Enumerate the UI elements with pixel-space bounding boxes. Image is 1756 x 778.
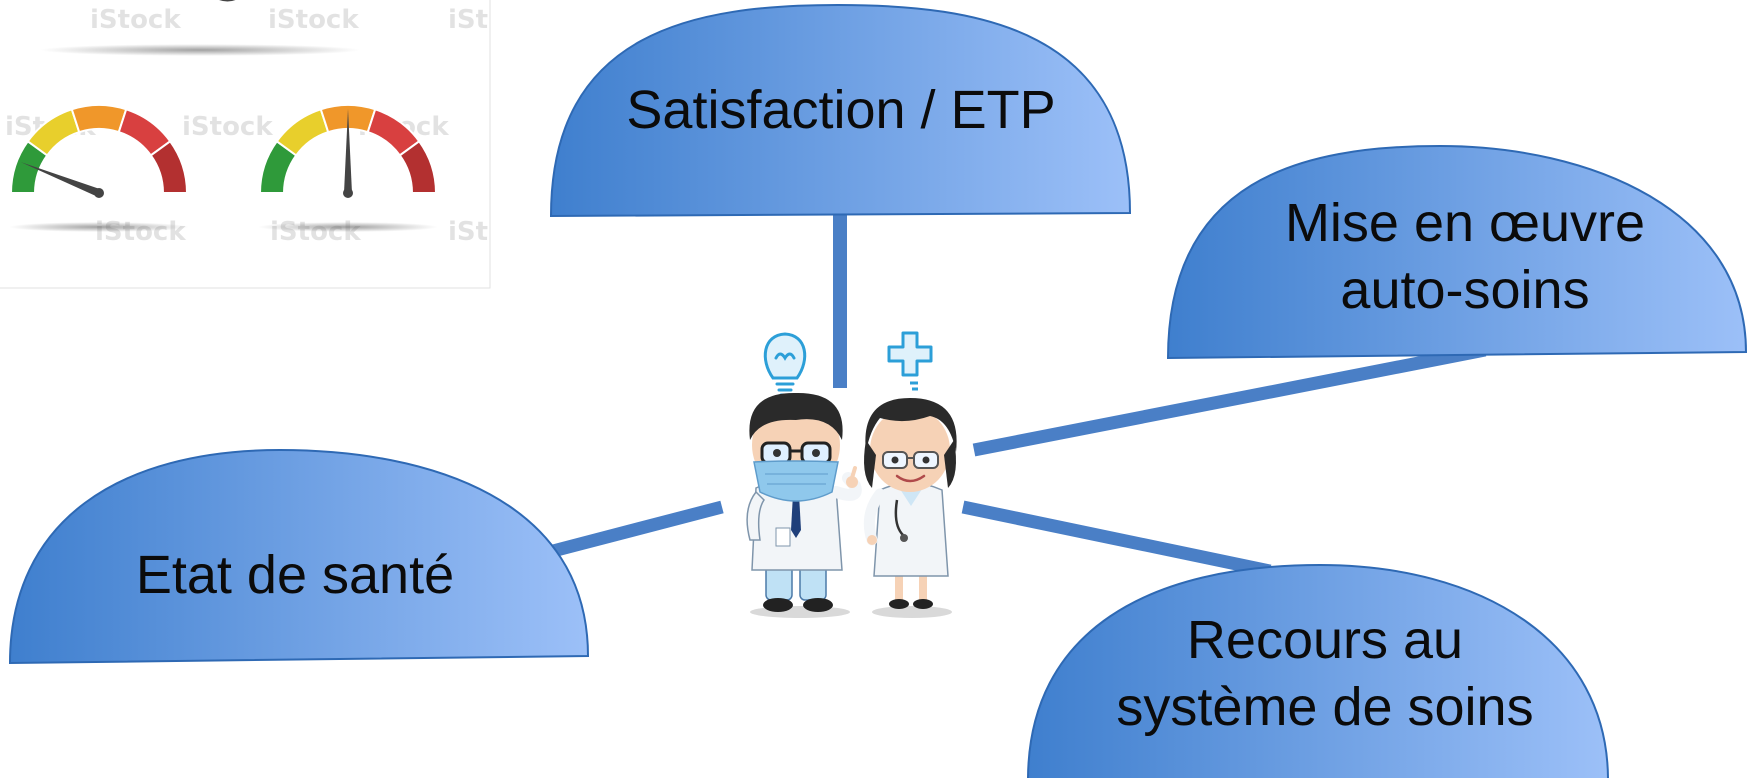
label-care-use-line-2: système de soins	[1116, 676, 1534, 737]
connectors	[551, 212, 1487, 578]
gauge-band	[70, 104, 128, 134]
center-figure	[746, 331, 957, 618]
svg-text:iSt: iSt	[448, 5, 488, 35]
label-self-care: Mise en œuvre auto-soins	[1200, 190, 1730, 324]
lightbulb-icon	[763, 332, 807, 397]
dome-care-use	[1027, 563, 1609, 778]
label-self-care-line-2: auto-soins	[1340, 259, 1590, 320]
gauge-shadow	[9, 222, 189, 232]
gauge-panel: iStock iStock iSt iStock iStock iStock i…	[0, 0, 491, 289]
gauge	[9, 104, 189, 232]
gauge-needle	[344, 109, 352, 193]
connector-right	[972, 343, 1487, 457]
svg-text:iStock: iStock	[268, 5, 359, 35]
label-care-use: Recours au système de soins	[1040, 607, 1610, 741]
label-self-care-line-1: Mise en œuvre	[1284, 193, 1646, 253]
svg-text:iStock: iStock	[182, 112, 273, 142]
gauge-band	[398, 139, 438, 194]
dome-health-state	[8, 448, 590, 665]
svg-text:iStock: iStock	[90, 5, 181, 35]
label-care-use-line-1: Recours au	[1186, 610, 1464, 670]
svg-text:iSt: iSt	[448, 217, 488, 247]
svg-text:iStock: iStock	[270, 217, 361, 247]
label-health-state: Etat de santé	[40, 543, 550, 608]
male-doctor	[746, 392, 862, 618]
gauge-needle	[20, 162, 101, 197]
gauge-band	[149, 139, 189, 194]
label-satisfaction: Satisfaction / ETP	[551, 78, 1131, 143]
label-health-state-line-1: Etat de santé	[135, 545, 455, 605]
domes	[8, 3, 1748, 778]
gauge-hub	[94, 188, 104, 198]
svg-text:iStock: iStock	[95, 217, 186, 247]
gauge	[258, 104, 438, 232]
medical-cross-icon	[887, 331, 933, 377]
gauge-shadow	[258, 222, 438, 232]
label-satisfaction-line-1: Satisfaction / ETP	[626, 80, 1056, 140]
dome-self-care	[1166, 144, 1748, 360]
connector-left	[551, 500, 724, 558]
female-doctor	[863, 398, 957, 618]
connector-bottom-right	[961, 500, 1272, 578]
gauge-hub	[343, 188, 353, 198]
dome-satisfaction	[549, 3, 1132, 218]
